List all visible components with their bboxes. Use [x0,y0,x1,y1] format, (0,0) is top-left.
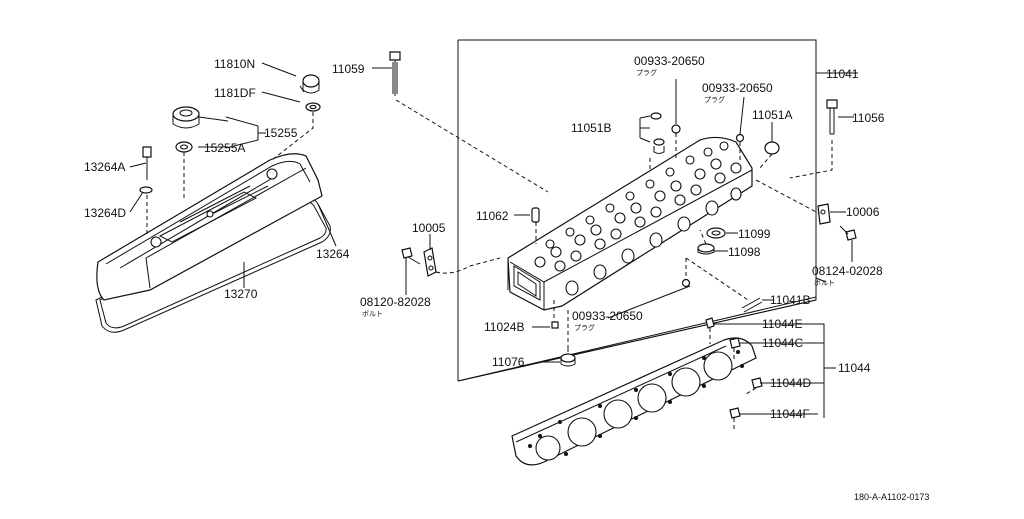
washer-icon [650,112,662,120]
cam-plug-icon [764,141,780,155]
valve-cover-group [95,74,331,333]
head-bolt-icon [826,99,838,109]
stud-icon [741,297,761,309]
label-11098: 11098 [728,245,761,259]
plug-icon [671,124,681,134]
head-gasket-group [511,317,763,466]
label-10006: 10006 [846,205,880,219]
lift-bracket-icon [423,247,437,277]
label-13264D: 13264D [84,206,126,220]
label-11059: 11059 [332,62,365,76]
cylinder-head-icon [507,136,753,311]
label-15255A: 15255A [204,141,245,155]
cylinder-head-group [395,39,833,382]
sublabel-bolt-a: ボルト [814,279,835,287]
valve-bores [534,141,742,272]
dowel-pin-icon [531,207,540,223]
bolt-icon [389,51,401,61]
sublabel-plug-c: プラグ [574,323,595,332]
label-11044E: 11044E [762,317,802,331]
label-11044: 11044 [838,361,871,375]
diagram-code: 180-A-A1102-0173 [854,492,929,502]
cover-bolt-icon [142,146,152,158]
label-11051A: 11051A [752,108,792,122]
oil-filler-cap-icon [172,106,200,122]
label-11062: 11062 [476,209,509,223]
label-10005: 10005 [412,221,446,235]
label-11810N: 11810N [214,57,255,71]
label-11044F: 11044F [770,407,810,421]
label-11041: 11041 [826,67,859,81]
sublabel-bolt-b: ボルト [362,310,383,318]
cover-washer-icon [139,186,153,194]
label-08120: 08120-82028 [360,295,431,309]
label-11099: 11099 [738,227,771,241]
label-00933-a: 00933-20650 [634,54,705,68]
label-15255: 15255 [264,126,298,140]
sublabel-plug-a: プラグ [636,68,657,77]
label-00933-b: 00933-20650 [702,81,773,95]
label-13264A: 13264A [84,160,125,174]
valve-cover-icon [96,153,323,301]
bracket-bolt-icon [401,247,413,259]
label-13264: 13264 [316,247,350,261]
label-13270: 13270 [224,287,258,301]
gasket-pin-icon [705,317,715,329]
sublabel-plug-b: プラグ [704,95,725,104]
label-11051B: 11051B [571,121,611,135]
label-11076: 11076 [492,355,525,369]
label-00933-c: 00933-20650 [572,309,643,323]
loose-parts [389,51,857,277]
nut-icon [560,353,576,363]
label-11024B: 11024B [484,320,524,334]
label-11044D: 11044D [770,376,811,390]
leader-lines [129,62,858,418]
label-11056: 11056 [852,111,885,125]
label-1181DF: 1181DF [214,86,256,100]
small-plug-icon [551,321,559,329]
label-11041B: 11041B [770,293,810,307]
part-labels: 11810N 1181DF 15255 15255A 13264A 13264D… [84,54,885,421]
label-11044C: 11044C [762,336,803,350]
label-08124: 08124-02028 [812,264,883,278]
breather-cap-icon [302,74,320,88]
